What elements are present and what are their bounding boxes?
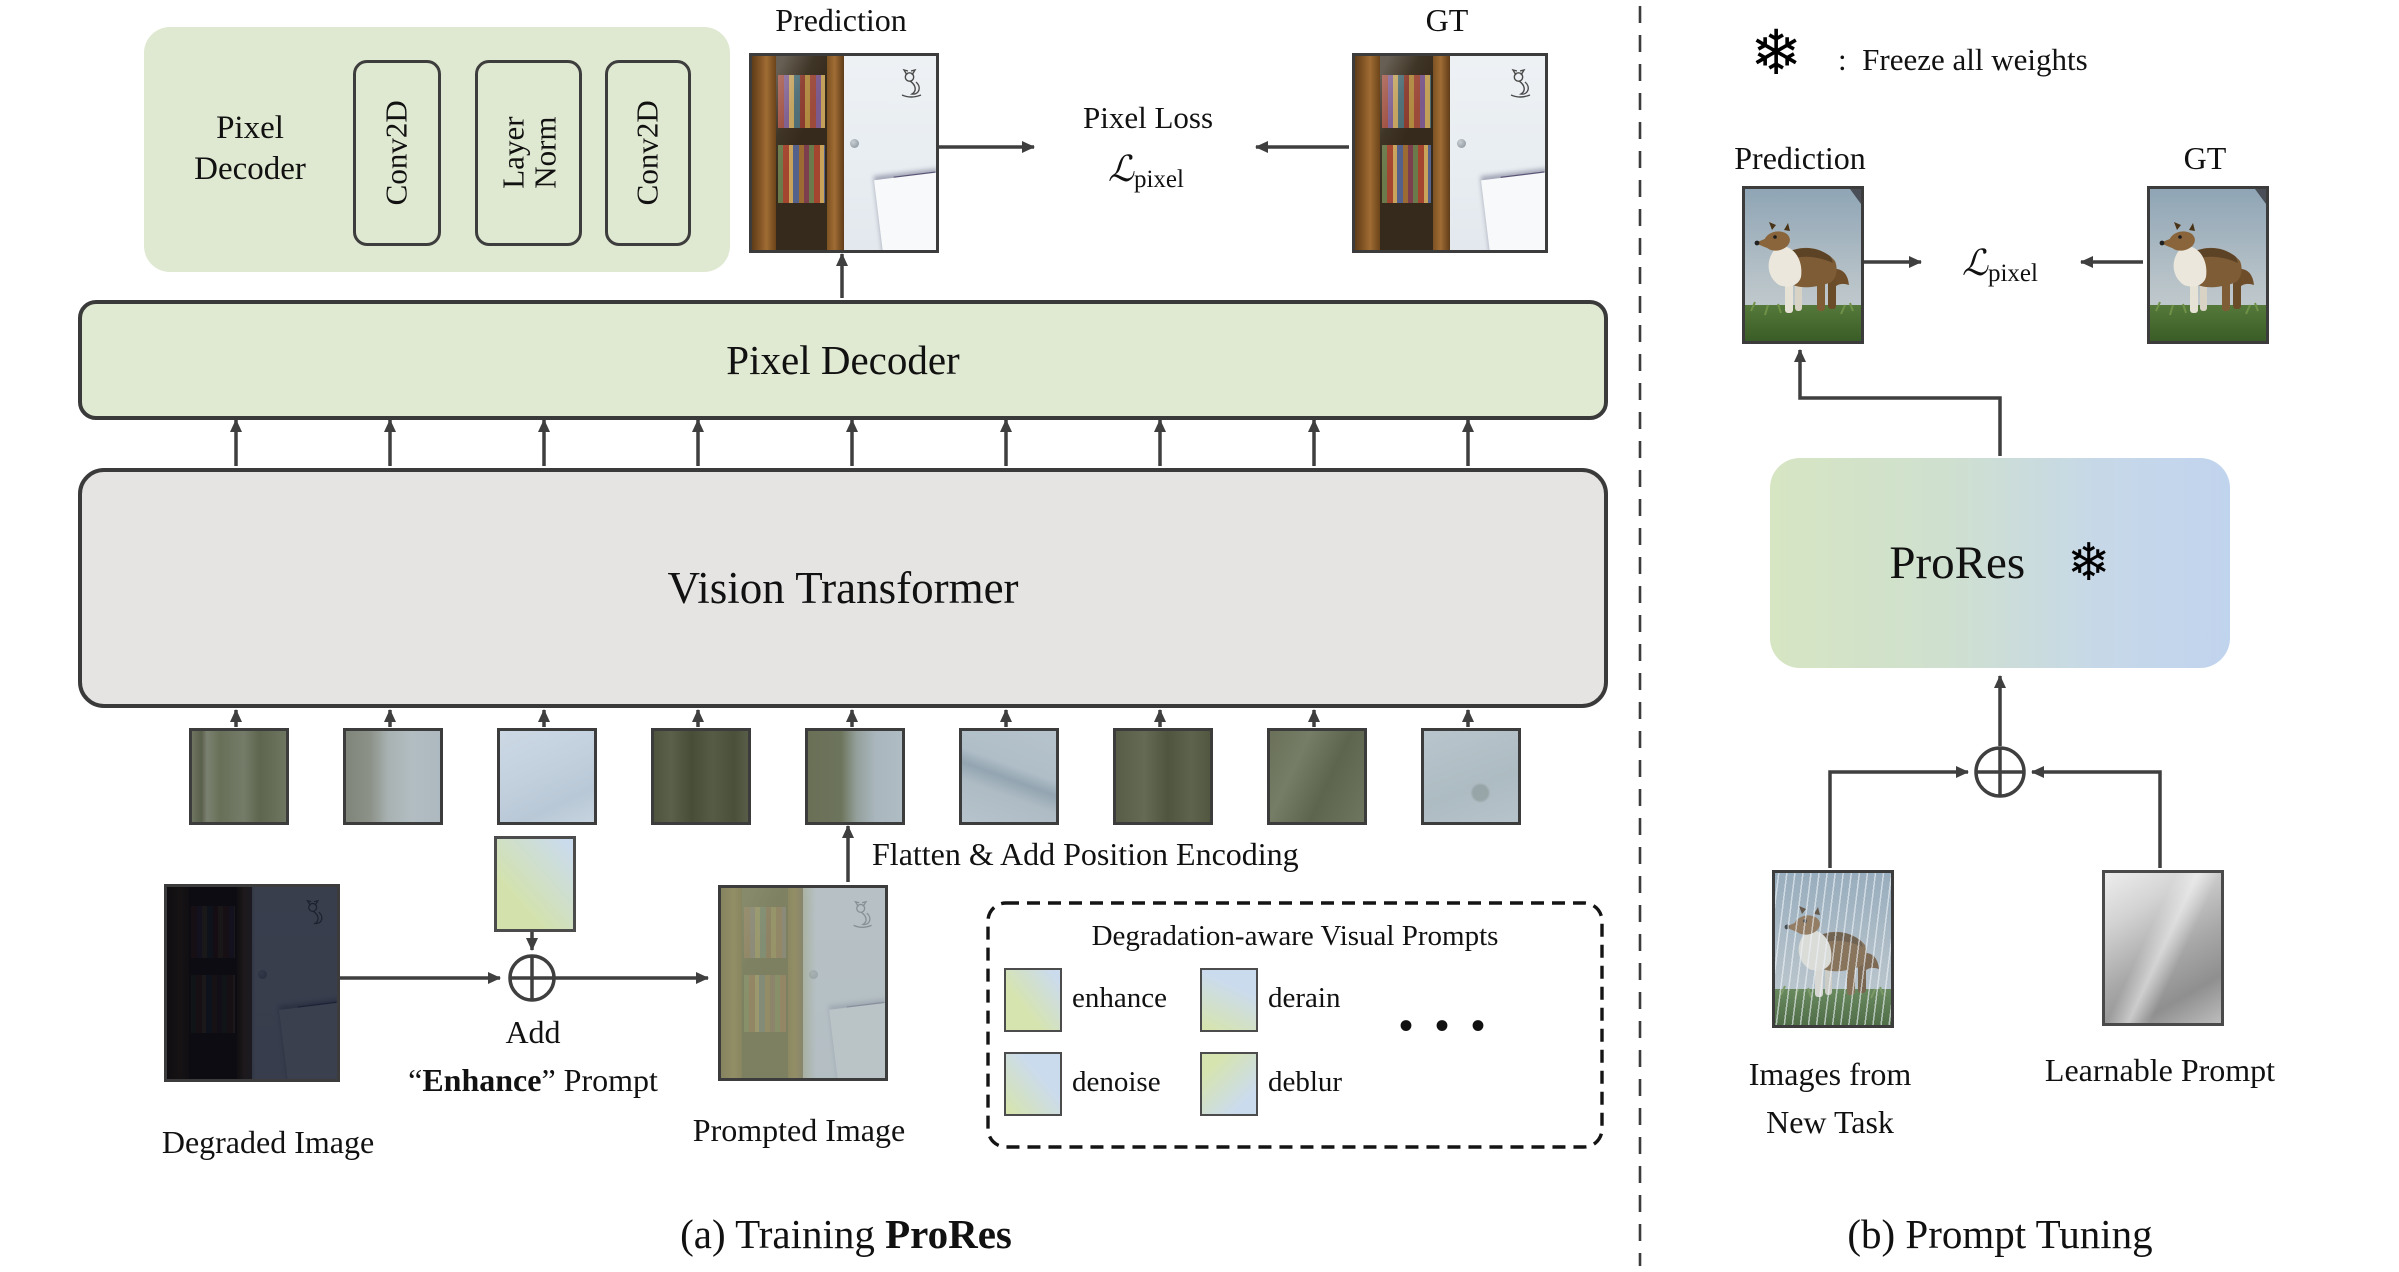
prediction-label-a: Prediction: [775, 2, 907, 38]
pixel-decoder-detail-title: Pixel Decoder: [194, 110, 306, 188]
add-label: Add: [505, 1014, 561, 1050]
image-patch: [1267, 728, 1367, 825]
bookshelf-wood: [752, 56, 776, 250]
pixel-loss-title: Pixel Loss: [1082, 100, 1214, 135]
bookshelf-glass: [775, 56, 828, 250]
image-patch: [189, 728, 289, 825]
denoise-chip: [1004, 1052, 1062, 1116]
door-knob: [850, 139, 860, 149]
open-door-panel: [874, 172, 936, 250]
prompt-ellipsis: • • •: [1398, 1003, 1492, 1048]
collie-dog-illustration: [1745, 189, 1861, 341]
denoise-chip-label: denoise: [1072, 1066, 1161, 1098]
gt-label-a: GT: [1425, 2, 1469, 38]
flatten-label: Flatten & Add Position Encoding: [872, 836, 1299, 872]
enhance-prompt-square: [494, 836, 576, 932]
gt-image-b: [2147, 186, 2269, 344]
prores-box: ProRes ❄: [1770, 458, 2230, 668]
new-task-image: [1772, 870, 1894, 1028]
image-patch: [651, 728, 751, 825]
derain-chip-label: derain: [1268, 982, 1341, 1014]
pixel-decoder-bar: Pixel Decoder: [78, 300, 1608, 420]
conv2d-block-1: Conv2D: [353, 60, 441, 246]
cabinet-door: [844, 56, 936, 250]
prediction-label-b: Prediction: [1734, 140, 1866, 176]
cat-sketch: [902, 68, 922, 98]
conv2d-block-2: Conv2D: [605, 60, 691, 246]
image-patch: [1113, 728, 1213, 825]
image-patch: [343, 728, 443, 825]
bookshelf-frame: [827, 56, 844, 250]
images-from-label-line2: New Task: [1766, 1104, 1894, 1140]
prompted-image-label: Prompted Image: [692, 1112, 906, 1148]
deblur-chip: [1200, 1052, 1258, 1116]
learnable-prompt-label: Learnable Prompt: [2044, 1052, 2276, 1088]
caption-b: (b) Prompt Tuning: [1847, 1211, 2153, 1257]
gt-image-a: [1352, 53, 1548, 253]
snowflake-icon-legend: ❄: [1750, 16, 1802, 89]
derain-chip: [1200, 968, 1258, 1032]
caption-a: (a) Training ProRes: [680, 1211, 1012, 1257]
deblur-chip-label: deblur: [1268, 1066, 1343, 1098]
prompt-box-title: Degradation-aware Visual Prompts: [1091, 920, 1499, 952]
prediction-image-a: [749, 53, 939, 253]
images-from-label-line1: Images from: [1748, 1056, 1912, 1092]
photo-corner-curl: [1850, 189, 1861, 204]
snowflake-icon-prores: ❄: [2067, 533, 2111, 593]
degraded-image: [164, 884, 340, 1082]
freeze-legend-text: : Freeze all weights: [1838, 42, 2088, 77]
prores-label: ProRes: [1889, 537, 2026, 589]
pixel-loss-symbol-a: ℒpixel: [1108, 149, 1184, 193]
image-patch: [805, 728, 905, 825]
enhance-chip: [1004, 968, 1062, 1032]
cat-sketch: [1510, 68, 1531, 98]
prediction-image-b: [1742, 186, 1864, 344]
learnable-prompt-square: [2102, 870, 2224, 1026]
pixel-loss-symbol-b: ℒpixel: [1962, 243, 2038, 287]
prompted-image: [718, 885, 888, 1081]
layer-norm-block: Layer Norm: [475, 60, 582, 246]
add-enhance-prompt-label: “Enhance” Prompt: [408, 1062, 658, 1098]
gt-label-b: GT: [2183, 140, 2227, 176]
vision-transformer-bar: Vision Transformer: [78, 468, 1608, 708]
image-patch: [959, 728, 1059, 825]
degraded-image-label: Degraded Image: [161, 1124, 375, 1160]
image-patch: [1421, 728, 1521, 825]
enhance-chip-label: enhance: [1072, 982, 1167, 1014]
image-patch: [497, 728, 597, 825]
